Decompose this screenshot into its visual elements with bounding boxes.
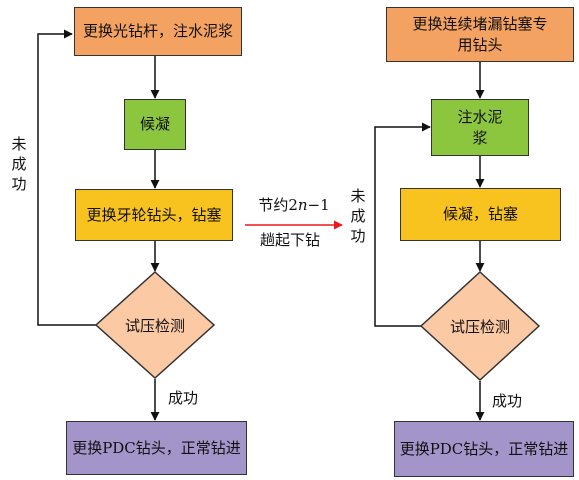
right-final-box: 更换PDC钻头，正常钻进 — [394, 421, 574, 477]
left-success-label: 成功 — [168, 389, 199, 407]
comparison-suffix: −1 — [307, 196, 330, 214]
diamond-left-shape — [94, 270, 216, 380]
right-step2-box: 注水泥浆 — [431, 99, 529, 156]
right-fail-char-3: 功 — [350, 227, 366, 245]
left-step2-box: 候凝 — [124, 99, 186, 150]
left-step1-box: 更换光钻杆，注水泥浆 — [74, 7, 242, 56]
right-success-label: 成功 — [492, 392, 523, 410]
comparison-prefix: 节约2 — [258, 196, 298, 214]
arrow-left-retry-loop — [37, 29, 97, 326]
left-final-box: 更换PDC钻头，正常钻进 — [66, 421, 247, 475]
left-fail-label: 未 成 功 — [10, 134, 28, 194]
comparison-text-line2: 趟起下钻 — [259, 231, 320, 249]
left-step3-box: 更换牙轮钻头，钻塞 — [75, 189, 233, 241]
right-step3-box: 候凝，钻塞 — [400, 188, 561, 241]
right-fail-label: 未 成 功 — [349, 186, 367, 246]
right-fail-char-2: 成 — [350, 207, 366, 225]
left-fail-char-2: 成 — [11, 155, 27, 173]
right-step1-box: 更换连续堵漏钻塞专用钻头 — [386, 7, 574, 62]
diamond-right-shape — [419, 270, 541, 382]
comparison-text-line1: 节约2n−1 — [244, 195, 344, 215]
right-fail-char-1: 未 — [350, 187, 366, 205]
left-fail-char-1: 未 — [11, 135, 27, 153]
arrow-right-retry-loop — [374, 122, 431, 327]
left-fail-char-3: 功 — [11, 175, 27, 193]
comparison-variable: n — [297, 196, 308, 214]
